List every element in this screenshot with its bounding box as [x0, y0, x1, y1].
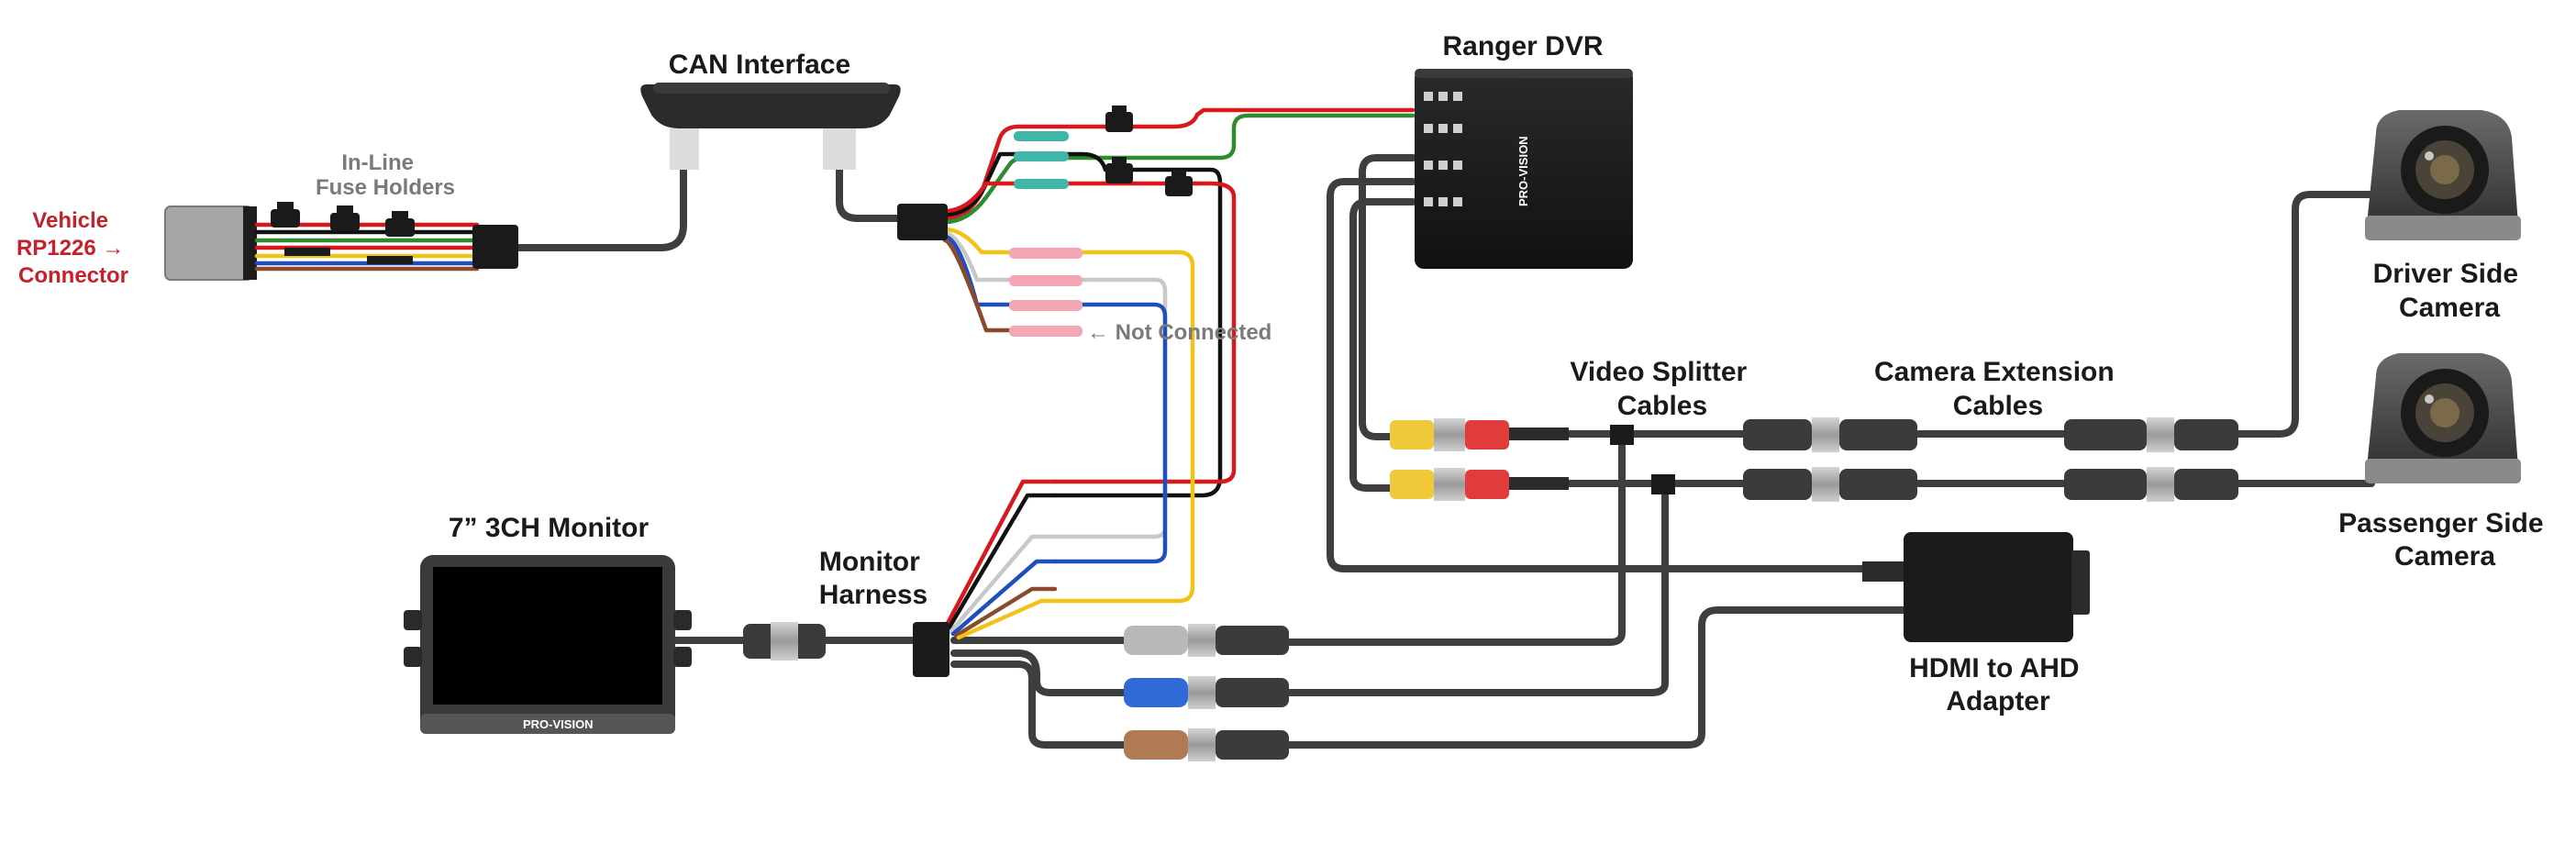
hdmi-adapter [1862, 532, 2090, 642]
monitor-icon [404, 555, 692, 734]
camera-icon [2365, 353, 2521, 483]
fuse-holder-icon [1105, 157, 1133, 183]
fuse-holder-icon [1165, 170, 1193, 196]
wire-red [942, 181, 1237, 484]
splitter1-tap [1281, 430, 1626, 646]
fuse-holder-icon [271, 202, 300, 228]
can-output-cable [836, 152, 907, 222]
connector-icon [897, 204, 948, 240]
wire-brown [942, 238, 1058, 333]
video-splitter-label: Video Splitter Cables [1570, 357, 1754, 421]
dvr-ports [1424, 92, 1462, 206]
ranger-dvr-box: PRO-VISION [1415, 69, 1633, 269]
hdmi-adapter-label: HDMI to AHD Adapter [1909, 653, 2087, 716]
driver-camera [2365, 110, 2521, 240]
harness-wire-white [948, 534, 1058, 635]
can-interface-box [640, 83, 948, 240]
wire-yellow [942, 227, 1195, 604]
passenger-camera [2365, 353, 2521, 483]
butt-connectors [1009, 248, 1083, 337]
dvr-logo: PRO-VISION [1516, 136, 1530, 206]
teal-terminals [1014, 131, 1069, 189]
vehicle-connector-label: Vehicle RP1226 → Connector [17, 208, 130, 288]
camera-extension-label: Camera Extension Cables [1874, 357, 2122, 421]
driver-camera-label: Driver Side Camera [2373, 259, 2526, 323]
butt-connector-4 [1009, 326, 1083, 337]
monitor-logo: PRO-VISION [523, 717, 594, 731]
dvr-cam1-cable [1359, 154, 1416, 440]
teal-terminal-1 [1014, 131, 1069, 141]
harness-wires [942, 479, 1058, 640]
extension-connectors [1743, 417, 2238, 502]
fuse-holders-label: In-Line Fuse Holders [316, 150, 455, 200]
harness-branch-3 [950, 661, 1132, 749]
wire-green-dvr [942, 113, 1416, 225]
monitor-label: 7” 3CH Monitor [449, 513, 650, 543]
ranger-dvr-label: Ranger DVR [1442, 31, 1603, 61]
connector-icon [472, 225, 518, 269]
dvr-box-icon [1415, 69, 1633, 269]
can-main-cable [510, 134, 687, 251]
harness-wire-yellow [956, 598, 1058, 640]
teal-terminal-3 [1014, 179, 1069, 189]
harness-wire-brown [953, 586, 1058, 638]
can-fuse-holders [1105, 105, 1193, 196]
dvr-cam2-cable [1349, 198, 1416, 492]
splitter-connectors [1390, 418, 1675, 501]
butt-connector-2 [1009, 275, 1083, 286]
harness-rca-connectors [1124, 624, 1289, 761]
fuse-holder-icon [385, 211, 415, 237]
wire-white [942, 230, 1168, 539]
monitor-harness-label: Monitor Harness [819, 547, 927, 610]
harness-wire-blue [950, 559, 1058, 637]
harness-wire-black [945, 493, 1058, 633]
dvr-hdmi-cable [1327, 178, 1875, 572]
hdmi-adapter-output [1281, 606, 1926, 749]
can-interface-label: CAN Interface [669, 50, 850, 80]
can-wires [942, 107, 1416, 604]
not-connected-label: ← Not Connected [1087, 320, 1271, 345]
wire-red-dvr [942, 107, 1416, 221]
cables [510, 134, 2375, 749]
camera-icon [2365, 110, 2521, 240]
butt-connector-3 [1009, 300, 1083, 311]
rp1226-connector [164, 202, 518, 281]
monitor-harness-connectors [743, 622, 949, 677]
splitter2-tap [1281, 480, 1669, 696]
harness-branch-2 [950, 650, 1132, 696]
passenger-camera-label: Passenger Side Camera [2338, 508, 2551, 572]
fuse-holder-icon [1105, 105, 1133, 132]
fuse-holder-icon [330, 205, 360, 231]
labels: Vehicle RP1226 → Connector In-Line Fuse … [17, 31, 2551, 716]
butt-connector-1 [1009, 248, 1083, 259]
driver-camera-cable [2235, 191, 2375, 438]
wire-blue [942, 234, 1168, 564]
harness-wire-red [942, 479, 1058, 631]
monitor: PRO-VISION [404, 555, 692, 734]
teal-terminal-2 [1014, 151, 1069, 161]
